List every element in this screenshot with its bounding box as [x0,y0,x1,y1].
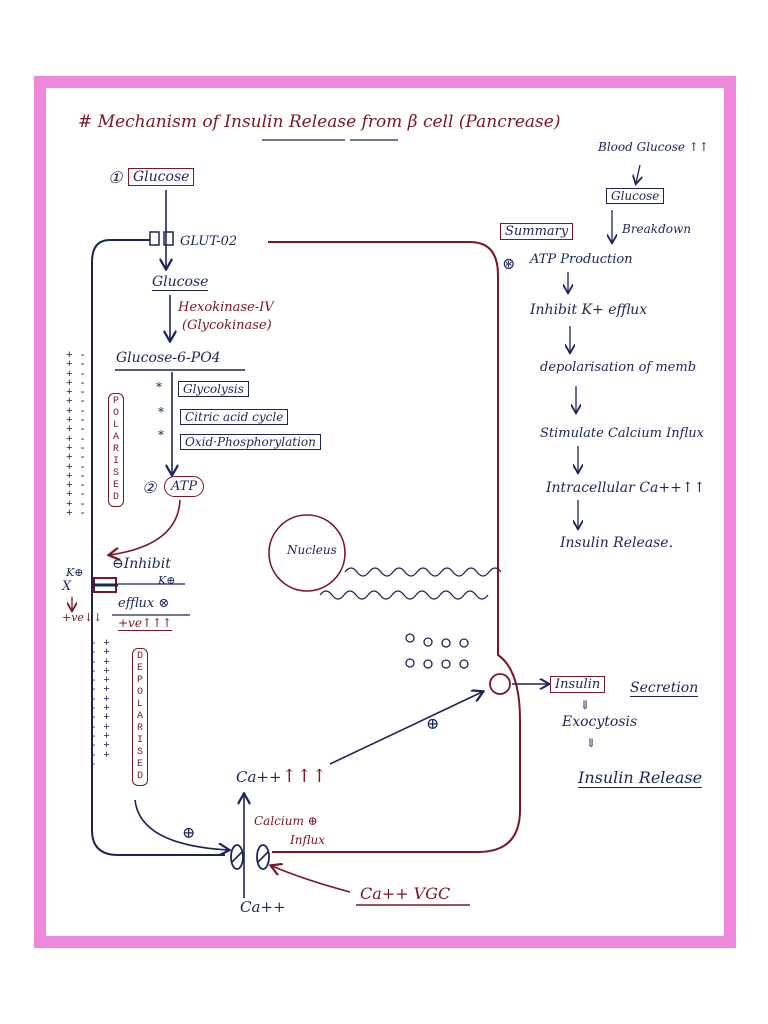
inhibit-k-efflux-label: Inhibit K+ efflux [530,302,648,318]
summary-star: ⊛ [502,254,516,273]
k-plus-left: K⊕ [66,566,84,579]
calcium-influx-label-2: Influx [290,833,325,847]
intracellular-ca-label: Intracellular Ca++↑↑ [546,480,706,496]
polarised-letter: S [112,468,119,479]
depolarised-letter: O [136,687,143,698]
insulin-vesicles [405,633,469,669]
depolarised-letter: P [136,675,143,686]
depolarised-letter: E [136,663,143,674]
polarised-letter: I [112,456,119,467]
depolarised-letter: S [136,747,143,758]
polarised-label: P O L A R I S E D [108,393,124,507]
secretion-label: Secretion [630,680,699,697]
depolarisation-label: depolarisation of memb [540,360,697,375]
glycolysis-box: Glycolysis [178,381,249,397]
plus-sign-depol: ⊕ [182,823,196,842]
down-arrow-2: ⇓ [586,736,597,750]
ca-channel-hatch-2 [257,851,269,863]
arrow-vgc-pointer [272,866,351,893]
citric-acid-box: Citric acid cycle [180,409,289,425]
glut-transporter-1 [149,231,160,246]
arrow-blood-to-glucose [636,164,640,183]
glut-label: GLUT-02 [180,234,238,249]
nucleus-label: Nucleus [287,543,337,557]
calcium-influx-label-1: Calcium ⊕ [254,814,318,828]
polarised-letter: E [112,480,119,491]
positive-charge-left: +ve↓↓ [62,611,103,624]
polarised-letter: L [112,420,119,431]
depolarised-letter: L [136,699,143,710]
insulin-box: Insulin [550,676,606,693]
polarised-letter: O [112,408,119,419]
depolarised-letter: E [136,759,143,770]
ca-channel-hatch-1 [231,851,243,863]
glucokinase-label: (Glycokinase) [182,318,272,333]
atp-circle: ATP [164,476,205,497]
hexokinase-label: Hexokinase-IV [178,300,274,315]
ca-rise-label: Ca++↑↑↑ [236,766,327,787]
summary-glucose-box: Glucose [606,188,665,204]
depolarised-letter: R [136,723,143,734]
depolarised-letter: I [136,735,143,746]
x-mark: X [62,579,72,594]
depolarised-letter: D [136,771,143,782]
polarised-letter: R [112,444,119,455]
breakdown-label: Breakdown [622,222,691,236]
glucose-inside-label: Glucose [152,274,209,291]
ca-outside-label: Ca++ [240,898,286,916]
depolarised-signs: - + - + - + - + - + - + - + - + - + - + … [90,638,110,771]
ca-rise-text: Ca++ [236,768,282,786]
bullet-glycolysis: * [156,380,162,394]
step-2-number: ② [142,478,157,497]
efflux-label: efflux ⊗ [118,596,170,611]
bullet-citric: * [158,405,164,419]
endoplasmic-reticulum-1 [344,567,502,577]
blood-glucose-label: Blood Glucose ↑↑ [598,140,709,154]
bullet-oxphos: * [158,428,164,442]
positive-charge-label: +ve↑↑↑ [118,616,173,631]
ca-rise-arrows: ↑↑↑ [281,766,327,787]
polarised-signs: + - + - + - + - + - + - + - + - + - + - … [66,350,86,521]
exocytosis-site [489,673,511,695]
arrow-atp-to-kchannel [110,499,181,555]
polarised-letter: P [112,396,119,407]
ca-channel-2 [256,844,270,870]
polarised-letter: D [112,492,119,503]
inhibit-label: ⊖Inhibit [112,556,171,572]
polarised-letter: A [112,432,119,443]
pink-page-border [34,76,736,948]
atp-production-label: ATP Production [530,252,633,267]
arrow-depol-to-ca-channel [134,799,228,850]
nucleus [268,514,346,592]
g6p-label: Glucose-6-PO4 [116,350,221,366]
plus-sign-ca: ⊕ [426,714,440,733]
step-1-number: ① [108,168,123,187]
depolarised-letter: D [136,651,143,662]
summary-label: Summary [500,223,574,240]
glut-transporter-2 [163,231,174,246]
insulin-release-final: Insulin Release [578,768,703,788]
page-title: # Mechanism of Insulin Release from β ce… [78,112,561,132]
cell-membrane-left [91,239,225,856]
summary-insulin-release: Insulin Release. [560,535,674,551]
endoplasmic-reticulum-2 [319,590,489,600]
ca-vgc-label: Ca++ VGC [360,884,451,903]
stimulate-calcium-label: Stimulate Calcium Influx [540,426,704,441]
arrow-ca-to-exocytosis [329,692,482,765]
depolarised-label: D E P O L A R I S E D [132,648,148,786]
k-plus-right: K⊕ [158,574,176,587]
ca-channel-1 [230,844,244,870]
glucose-box: Glucose [128,168,195,186]
depolarised-letter: A [136,711,143,722]
exocytosis-label: Exocytosis [562,714,638,730]
cell-membrane-right [268,241,521,853]
down-arrow-1: ⇓ [580,698,591,712]
oxphos-box: Oxid·Phosphorylation [180,434,321,450]
